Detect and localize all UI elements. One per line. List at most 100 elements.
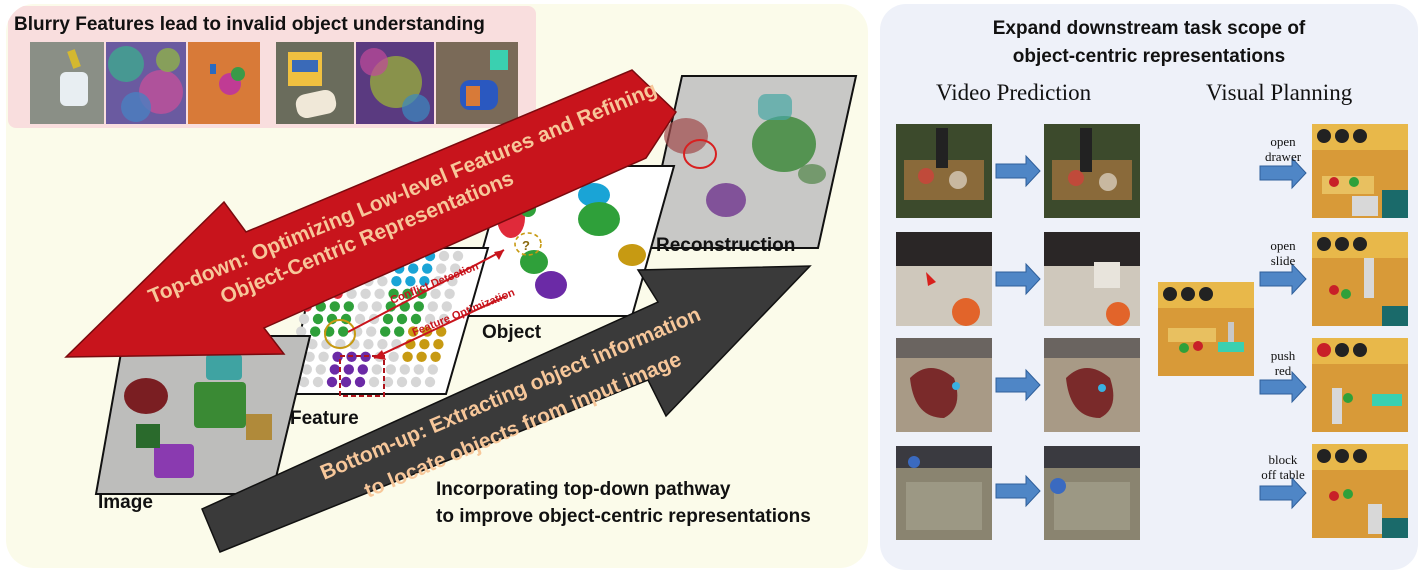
feature-dot (307, 339, 318, 350)
feature-dot (371, 301, 382, 312)
feature-dot (298, 313, 310, 325)
question-mark: ? (522, 238, 530, 253)
feature-dot (296, 326, 307, 337)
feature-dot (430, 351, 441, 362)
feature-dot (438, 313, 450, 325)
video-frame-2-pred (1044, 232, 1140, 326)
feature-dot (366, 326, 377, 337)
feature-dot (382, 376, 394, 388)
feature-dot (343, 364, 354, 375)
video-frame-3-pred (1044, 338, 1140, 432)
video-frame-2-input (896, 232, 992, 326)
video-frame-3-input (896, 338, 992, 432)
caption-line1: Incorporating top-down pathway (436, 479, 731, 500)
feature-dot (433, 339, 444, 350)
feature-dot (312, 376, 324, 388)
feature-dot (388, 288, 399, 299)
feature-dot (346, 288, 357, 299)
video-frame-1-pred (1044, 124, 1140, 218)
plan-label-line: off table (1261, 467, 1305, 482)
plan-label-line: block (1268, 452, 1298, 467)
feature-dot (405, 276, 416, 287)
planning-goal-block-off-table (1312, 444, 1408, 538)
feature-dot (343, 301, 354, 312)
feature-dot (394, 326, 405, 337)
feature-dot (385, 364, 396, 375)
input-image (94, 335, 312, 495)
feature-dot (382, 313, 394, 325)
feature-dot (391, 276, 402, 287)
conflict-arrows (347, 249, 507, 360)
feature-dot (416, 351, 427, 362)
image-label: Image (98, 492, 153, 513)
left-panel: Blurry Features lead to invalid object u… (6, 4, 868, 568)
plan-label-line: push (1270, 348, 1296, 363)
feature-dot (427, 364, 438, 375)
feature-dot (419, 339, 430, 350)
feature-dot (422, 263, 433, 274)
feature-dot (374, 288, 385, 299)
video-arrows (995, 154, 1307, 510)
feature-dot (354, 313, 366, 325)
visual-planning-heading: Visual Planning (1206, 80, 1353, 105)
feature-dot (402, 288, 413, 299)
feature-label: Feature (290, 408, 359, 429)
feature-dot (368, 376, 380, 388)
planning-goal-push-red (1312, 338, 1408, 432)
feature-dot (377, 276, 388, 287)
feature-dot (321, 339, 332, 350)
thumb-seg-1 (188, 42, 260, 124)
planning-goal-open-drawer (1312, 124, 1408, 218)
video-prediction-heading: Video Prediction (936, 80, 1092, 105)
thumb-real-2 (276, 42, 354, 124)
feature-dot (424, 313, 436, 325)
feature-dot (452, 250, 464, 262)
feature-dot (326, 376, 338, 388)
right-title-line2: object-centric representations (1012, 46, 1286, 67)
planning-start-frame (1158, 282, 1254, 376)
plan-label-push-red: push red (1248, 348, 1318, 378)
planning-goal-open-slide (1312, 232, 1408, 326)
plan-label-line: red (1274, 363, 1292, 378)
feature-dot (312, 313, 324, 325)
feature-dot (444, 288, 455, 299)
plan-label-open-slide: open slide (1248, 238, 1318, 268)
right-title-line1: Expand downstream task scope of (992, 18, 1306, 39)
feature-dot (396, 313, 408, 325)
feature-dot (388, 351, 399, 362)
thumb-blurry-2 (356, 42, 434, 124)
video-frame-4-pred (1044, 446, 1140, 540)
feature-dot (329, 301, 340, 312)
feature-dot (419, 276, 430, 287)
video-frame-1-input (896, 124, 992, 218)
bottom-caption: Incorporating top-down pathway to improv… (436, 476, 811, 530)
feature-dot (301, 364, 312, 375)
feature-dot (450, 263, 461, 274)
blurry-title: Blurry Features lead to invalid object u… (14, 14, 485, 35)
feature-dot (410, 313, 422, 325)
feature-dot (430, 288, 441, 299)
feature-dot (318, 351, 329, 362)
feature-dot (408, 263, 419, 274)
feature-dot (410, 376, 422, 388)
feature-dot (402, 351, 413, 362)
feature-dot (399, 364, 410, 375)
feature-dot (357, 364, 368, 375)
feature-dot (413, 301, 424, 312)
feature-dot (357, 301, 368, 312)
feature-dot (298, 376, 310, 388)
feature-dot (441, 301, 452, 312)
feature-dot (371, 364, 382, 375)
feature-dot (354, 376, 366, 388)
blurry-features-box: Blurry Features lead to invalid object u… (8, 6, 536, 128)
feature-dot (427, 301, 438, 312)
feature-dot (408, 326, 419, 337)
right-panel: Expand downstream task scope of object-c… (880, 4, 1418, 570)
feature-dot (396, 376, 408, 388)
plan-label-line: drawer (1264, 149, 1302, 164)
video-frame-4-input (896, 446, 992, 540)
plan-label-line: open (1270, 134, 1296, 149)
caption-line2: to improve object-centric representation… (436, 506, 811, 527)
feature-dot (304, 351, 315, 362)
feature-dot (377, 339, 388, 350)
